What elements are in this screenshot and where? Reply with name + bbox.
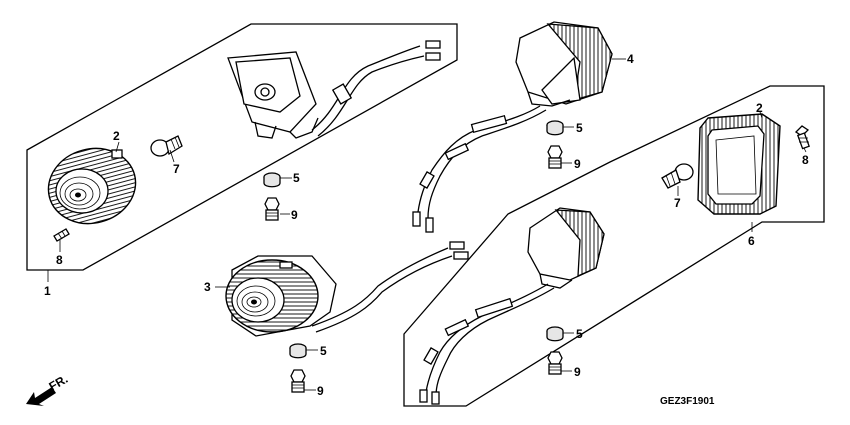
rubber-grommet-right-front	[546, 120, 564, 136]
diagram-code: GEZ3F1901	[660, 396, 715, 407]
bulb-left-front	[150, 135, 183, 157]
wire-harness-right-front	[412, 105, 547, 233]
winker-lens-right-rear	[697, 113, 781, 215]
assembly-6-outline	[403, 85, 825, 407]
wire-harness-left-front	[311, 40, 441, 137]
callout-2-left: 2	[113, 129, 120, 143]
rubber-grommet-left	[263, 172, 281, 188]
nut-rear-left	[290, 369, 306, 393]
nut-right-front	[547, 145, 563, 169]
callout-7-right: 7	[674, 196, 681, 210]
winker-assembly-4	[515, 21, 613, 107]
front-direction-marker: FR.	[26, 372, 70, 406]
nut-left	[264, 197, 280, 221]
callout-8-right: 8	[802, 153, 809, 167]
winker-case-right-rear	[527, 207, 605, 289]
callout-2-right: 2	[756, 101, 763, 115]
callout-7-left: 7	[173, 162, 180, 176]
bulb-right-rear	[661, 163, 694, 189]
winker-lens-left-front	[47, 147, 137, 225]
callout-4: 4	[627, 52, 634, 66]
rubber-grommet-rear-left	[289, 343, 307, 359]
front-arrow-icon	[26, 387, 56, 406]
callout-9-right-rear: 9	[574, 365, 581, 379]
rubber-grommet-right-rear	[546, 326, 564, 342]
callout-1: 1	[44, 284, 51, 298]
callout-9-rear-left: 9	[317, 384, 324, 398]
callout-9-right: 9	[574, 157, 581, 171]
callout-5-right: 5	[576, 121, 583, 135]
callout-9-left: 9	[291, 208, 298, 222]
callout-6: 6	[748, 234, 755, 248]
callout-5-left: 5	[293, 171, 300, 185]
winker-case-left-front	[227, 51, 319, 139]
screw-left-front	[53, 228, 70, 242]
callout-5-right-rear: 5	[576, 327, 583, 341]
winker-assembly-3	[225, 241, 469, 337]
callout-5-rear-left: 5	[320, 344, 327, 358]
callout-labels: 1 2 2 3 4 5 5 5 5 6 7 7 8 8 9 9 9 9	[44, 52, 809, 398]
nut-right-rear	[547, 351, 563, 375]
callout-3: 3	[204, 280, 211, 294]
wire-harness-right-rear	[419, 283, 555, 405]
callout-8-left: 8	[56, 253, 63, 267]
screw-right-rear	[794, 125, 810, 150]
assembly-1-outline	[26, 23, 458, 271]
leader-lines	[47, 58, 807, 391]
